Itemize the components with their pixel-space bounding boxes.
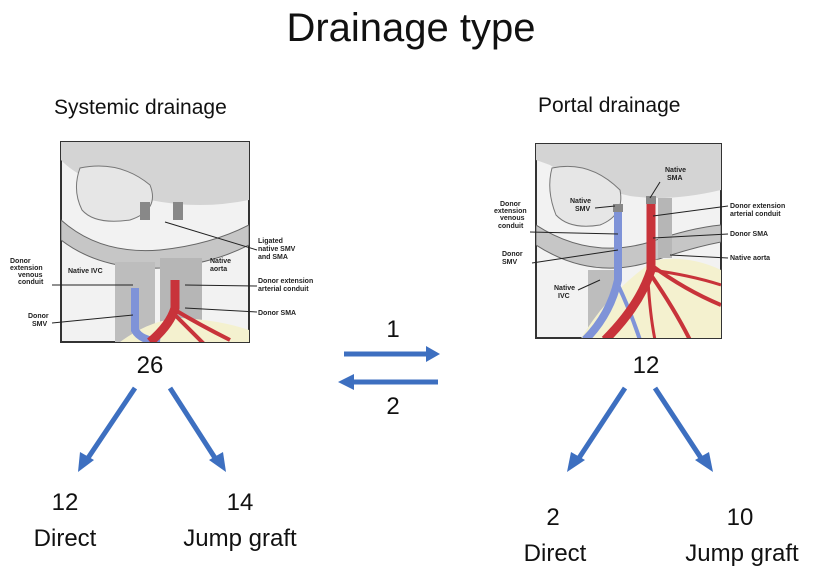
svg-text:SMA: SMA <box>667 175 683 182</box>
svg-text:Native: Native <box>570 198 591 205</box>
forward-arrow-icon <box>344 346 440 362</box>
right-direct-arrow-icon <box>567 386 628 472</box>
svg-text:Native: Native <box>554 285 575 292</box>
svg-text:Donor: Donor <box>500 201 521 208</box>
diagram-title: Drainage type <box>286 6 536 50</box>
portal-jump-graft-count: 10 <box>726 504 754 531</box>
svg-text:Donor extension: Donor extension <box>258 278 313 285</box>
svg-text:Native: Native <box>210 258 231 265</box>
backward-arrow-icon <box>338 374 438 390</box>
svg-text:IVC: IVC <box>558 293 570 300</box>
svg-text:venous: venous <box>500 215 525 222</box>
systemic-drainage-count: 26 <box>136 352 164 379</box>
portal-direct-count: 2 <box>546 504 560 531</box>
systemic-direct-count: 12 <box>51 489 79 516</box>
svg-text:Native IVC: Native IVC <box>68 268 103 275</box>
portal-jump-graft-label: Jump graft <box>685 540 799 567</box>
portal-drainage-heading: Portal drainage <box>538 94 681 117</box>
svg-text:extension: extension <box>494 208 527 215</box>
svg-text:venous: venous <box>18 272 43 279</box>
systemic-jump-graft-count: 14 <box>226 489 254 516</box>
svg-text:Ligated: Ligated <box>258 238 283 245</box>
svg-text:extension: extension <box>10 265 43 272</box>
left-direct-arrow-icon <box>78 386 138 472</box>
transition-backward-count: 2 <box>386 393 400 420</box>
svg-text:SMV: SMV <box>575 206 591 213</box>
svg-text:arterial conduit: arterial conduit <box>258 286 309 293</box>
svg-text:Donor extension: Donor extension <box>730 203 785 210</box>
svg-text:SMV: SMV <box>502 259 518 266</box>
svg-text:Donor SMA: Donor SMA <box>730 231 768 238</box>
portal-drainage-illustration: Native SMA Native SMV Donor extension ve… <box>494 143 785 339</box>
svg-text:Native: Native <box>665 167 686 174</box>
systemic-drainage-heading: Systemic drainage <box>54 96 227 119</box>
portal-drainage-count: 12 <box>632 352 660 379</box>
svg-text:and SMA: and SMA <box>258 254 288 261</box>
svg-text:Native aorta: Native aorta <box>730 255 770 262</box>
systemic-drainage-illustration: Ligated native SMV and SMA Native aorta … <box>10 141 313 343</box>
svg-text:conduit: conduit <box>498 223 524 230</box>
right-jump-graft-arrow-icon <box>652 386 713 472</box>
svg-text:Donor: Donor <box>28 313 49 320</box>
svg-text:Donor: Donor <box>10 258 31 265</box>
svg-text:native SMV: native SMV <box>258 246 296 253</box>
svg-text:Donor: Donor <box>502 251 523 258</box>
portal-direct-label: Direct <box>523 540 587 567</box>
svg-text:SMV: SMV <box>32 321 48 328</box>
svg-text:aorta: aorta <box>210 266 227 273</box>
transition-forward-count: 1 <box>386 316 400 343</box>
systemic-jump-graft-label: Jump graft <box>183 525 297 552</box>
svg-text:Donor SMA: Donor SMA <box>258 310 296 317</box>
left-jump-graft-arrow-icon <box>167 386 226 472</box>
systemic-direct-label: Direct <box>33 525 97 552</box>
svg-text:arterial conduit: arterial conduit <box>730 211 781 218</box>
svg-text:conduit: conduit <box>18 279 44 286</box>
